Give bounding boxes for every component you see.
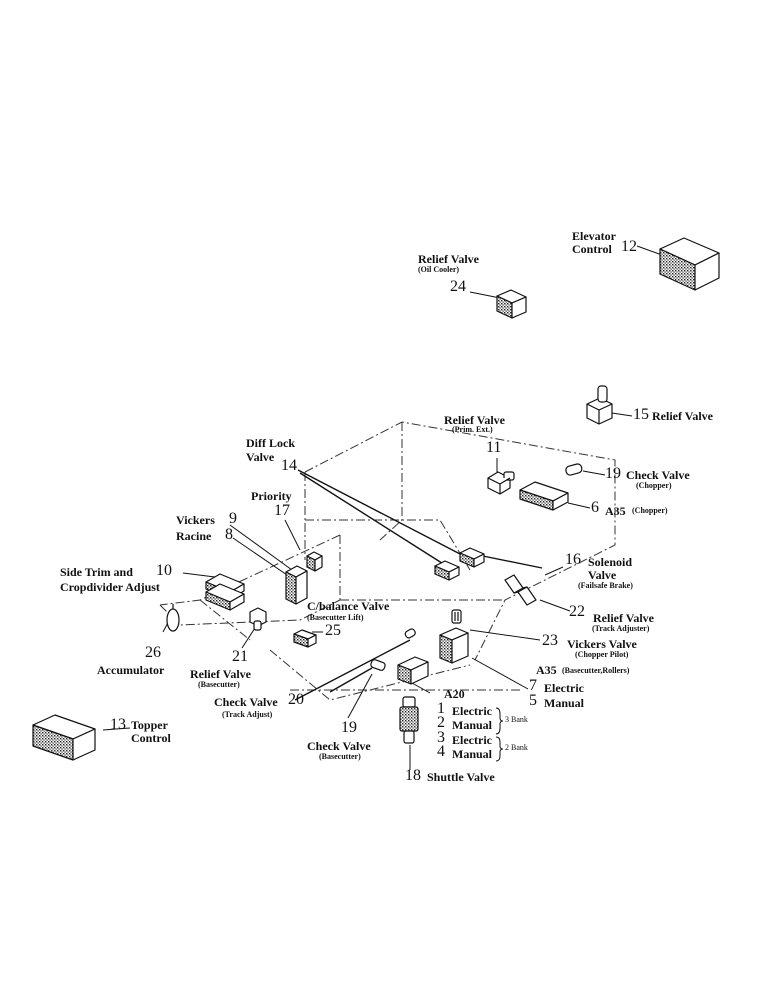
manual-5-number: 5 — [529, 692, 537, 709]
a20-label: A20 — [444, 687, 465, 701]
priority-valve-block — [306, 551, 323, 572]
relief-valve-oil-cooler-number: 24 — [450, 278, 466, 295]
diff-lock-valve-label-2: Valve — [246, 450, 275, 464]
diff-lock-valve-label-1: Diff Lock — [246, 436, 295, 450]
relief-valve-basecutter-sub: (Basecutter) — [198, 680, 240, 689]
electric-7-label: Electric — [544, 681, 584, 695]
electric-1-label: Electric — [452, 704, 492, 718]
elevator-control-block — [659, 237, 720, 291]
relief-valve-basecutter-number: 21 — [232, 648, 248, 665]
elevator-control-label-1: Elevator — [572, 229, 616, 243]
check-valve-track-adjust-sub: (Track Adjust) — [222, 710, 273, 719]
a35-chopper-number: 6 — [591, 499, 599, 516]
relief-valve-track-adjuster-number: 22 — [569, 603, 585, 620]
check-valve-chopper-label: Check Valve — [626, 468, 690, 482]
shuttle-valve-number: 18 — [405, 767, 421, 784]
topper-control-label-2: Control — [131, 731, 171, 745]
accumulator-label: Accumulator — [97, 663, 165, 677]
electric-7-number: 7 — [529, 677, 537, 694]
accumulator-part — [166, 604, 180, 632]
relief-valve-oil-cooler-sub: (Oil Cooler) — [418, 265, 460, 274]
check-valve-track-adjust-number: 20 — [288, 691, 304, 708]
side-trim-label-2: Cropdivider Adjust — [60, 580, 160, 594]
bank-2-label: 2 Bank — [505, 743, 528, 752]
relief-valve-track-adjuster-part — [451, 609, 462, 624]
relief-valve-15-label: Relief Valve — [652, 409, 713, 423]
diff-lock-valve-block — [434, 547, 485, 581]
elevator-control-label-2: Control — [572, 242, 612, 256]
check-valve-chopper-part — [565, 463, 583, 476]
shuttle-valve-part — [399, 696, 419, 744]
manual-4-number: 4 — [437, 743, 445, 760]
priority-number: 17 — [274, 502, 290, 519]
vickers-valve-chopper-pilot-number: 23 — [542, 632, 558, 649]
relief-valve-prim-ext-number: 11 — [486, 439, 502, 456]
solenoid-valve-part — [504, 574, 537, 606]
relief-valve-basecutter-part — [249, 607, 267, 631]
a35-chopper-block — [519, 481, 569, 511]
side-trim-number: 10 — [156, 562, 172, 579]
manual-5-label: Manual — [544, 696, 585, 710]
racine-label: Racine — [176, 529, 212, 543]
manual-4-label: Manual — [452, 747, 493, 761]
check-valve-basecutter-label: Check Valve — [307, 739, 371, 753]
vickers-label: Vickers — [176, 513, 215, 527]
manual-2-number: 2 — [437, 714, 445, 731]
diff-lock-valve-number: 14 — [281, 457, 297, 474]
side-trim-label-1: Side Trim and — [60, 565, 133, 579]
relief-valve-oil-cooler-label: Relief Valve — [418, 252, 479, 266]
electric-3-number: 3 — [437, 729, 445, 746]
a35-basecutter-sub: (Basecutter,Rollers) — [562, 666, 630, 675]
a35-basecutter-label: A35 — [536, 663, 557, 677]
manual-2-label: Manual — [452, 718, 493, 732]
vickers-valve-chopper-pilot-label: Vickers Valve — [567, 637, 637, 651]
check-valve-track-adjust-label: Check Valve — [214, 695, 278, 709]
vickers-valve-chopper-pilot-sub: (Chopper Pilot) — [575, 650, 629, 659]
cbalance-valve-label: C/balance Valve — [307, 599, 390, 613]
relief-valve-15-part — [586, 385, 613, 425]
bank-braces — [495, 707, 504, 762]
electric-1-number: 1 — [437, 700, 445, 717]
relief-valve-track-adjuster-sub: (Track Adjuster) — [592, 624, 650, 633]
hose-lines — [294, 469, 543, 701]
relief-valve-prim-ext-label: Relief Valve — [444, 413, 505, 427]
vickers-valve-chopper-pilot-block — [439, 627, 469, 664]
topper-control-number: 13 — [110, 716, 126, 733]
solenoid-valve-label-1: Solenoid — [588, 555, 633, 569]
cbalance-valve-sub: (Basecutter Lift) — [307, 613, 364, 622]
relief-valve-prim-ext-part — [487, 471, 515, 495]
check-valve-parts — [370, 628, 416, 671]
topper-control-label-1: Topper — [131, 718, 168, 732]
electric-3-label: Electric — [452, 733, 492, 747]
solenoid-valve-label-2: Valve — [588, 568, 617, 582]
solenoid-valve-sub: (Failsafe Brake) — [578, 581, 633, 590]
vickers-number: 9 — [229, 510, 237, 527]
elevator-control-number: 12 — [621, 238, 637, 255]
shuttle-valve-label: Shuttle Valve — [427, 770, 495, 784]
bank-3-label: 3 Bank — [505, 715, 528, 724]
cbalance-valve-block — [293, 629, 317, 648]
accumulator-number: 26 — [145, 644, 161, 661]
solenoid-valve-number: 16 — [565, 551, 581, 568]
racine-number: 8 — [225, 526, 233, 543]
check-valve-basecutter-number: 19 — [341, 719, 357, 736]
side-trim-block — [205, 573, 245, 611]
cbalance-valve-number: 25 — [325, 622, 341, 639]
vickers-racine-block — [285, 565, 308, 605]
relief-valve-basecutter-label: Relief Valve — [190, 667, 251, 681]
check-valve-chopper-number: 19 — [605, 465, 621, 482]
a35-chopper-label: A35 — [605, 504, 626, 518]
a20-block — [397, 656, 429, 685]
a35-chopper-sub: (Chopper) — [632, 506, 668, 515]
topper-control-block — [32, 714, 96, 761]
relief-valve-track-adjuster-label: Relief Valve — [593, 611, 654, 625]
priority-label: Priority — [251, 489, 292, 503]
check-valve-basecutter-sub: (Basecutter) — [319, 752, 361, 761]
relief-valve-15-number: 15 — [633, 406, 649, 423]
relief-valve-prim-ext-sub: (Prim. Ext.) — [452, 425, 493, 434]
leader-lines — [102, 245, 663, 770]
check-valve-chopper-sub: (Chopper) — [636, 481, 672, 490]
relief-valve-oil-cooler-block — [496, 289, 527, 319]
